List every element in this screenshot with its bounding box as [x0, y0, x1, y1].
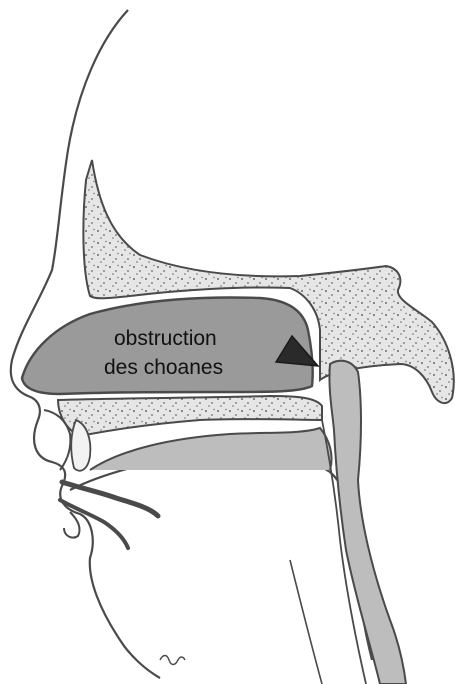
annotation-line-2: des choanes [104, 355, 223, 381]
annotation-line-1: obstruction [114, 326, 217, 352]
artist-mark [160, 656, 185, 665]
jaw-ridge-lower [60, 500, 128, 548]
jaw-ridge [62, 482, 158, 516]
hard-palate [58, 396, 322, 436]
pharynx-airway [329, 361, 406, 684]
chin-contour [64, 512, 80, 538]
tongue-contour [70, 452, 372, 660]
throat-line [290, 560, 322, 684]
soft-palate [90, 428, 332, 470]
